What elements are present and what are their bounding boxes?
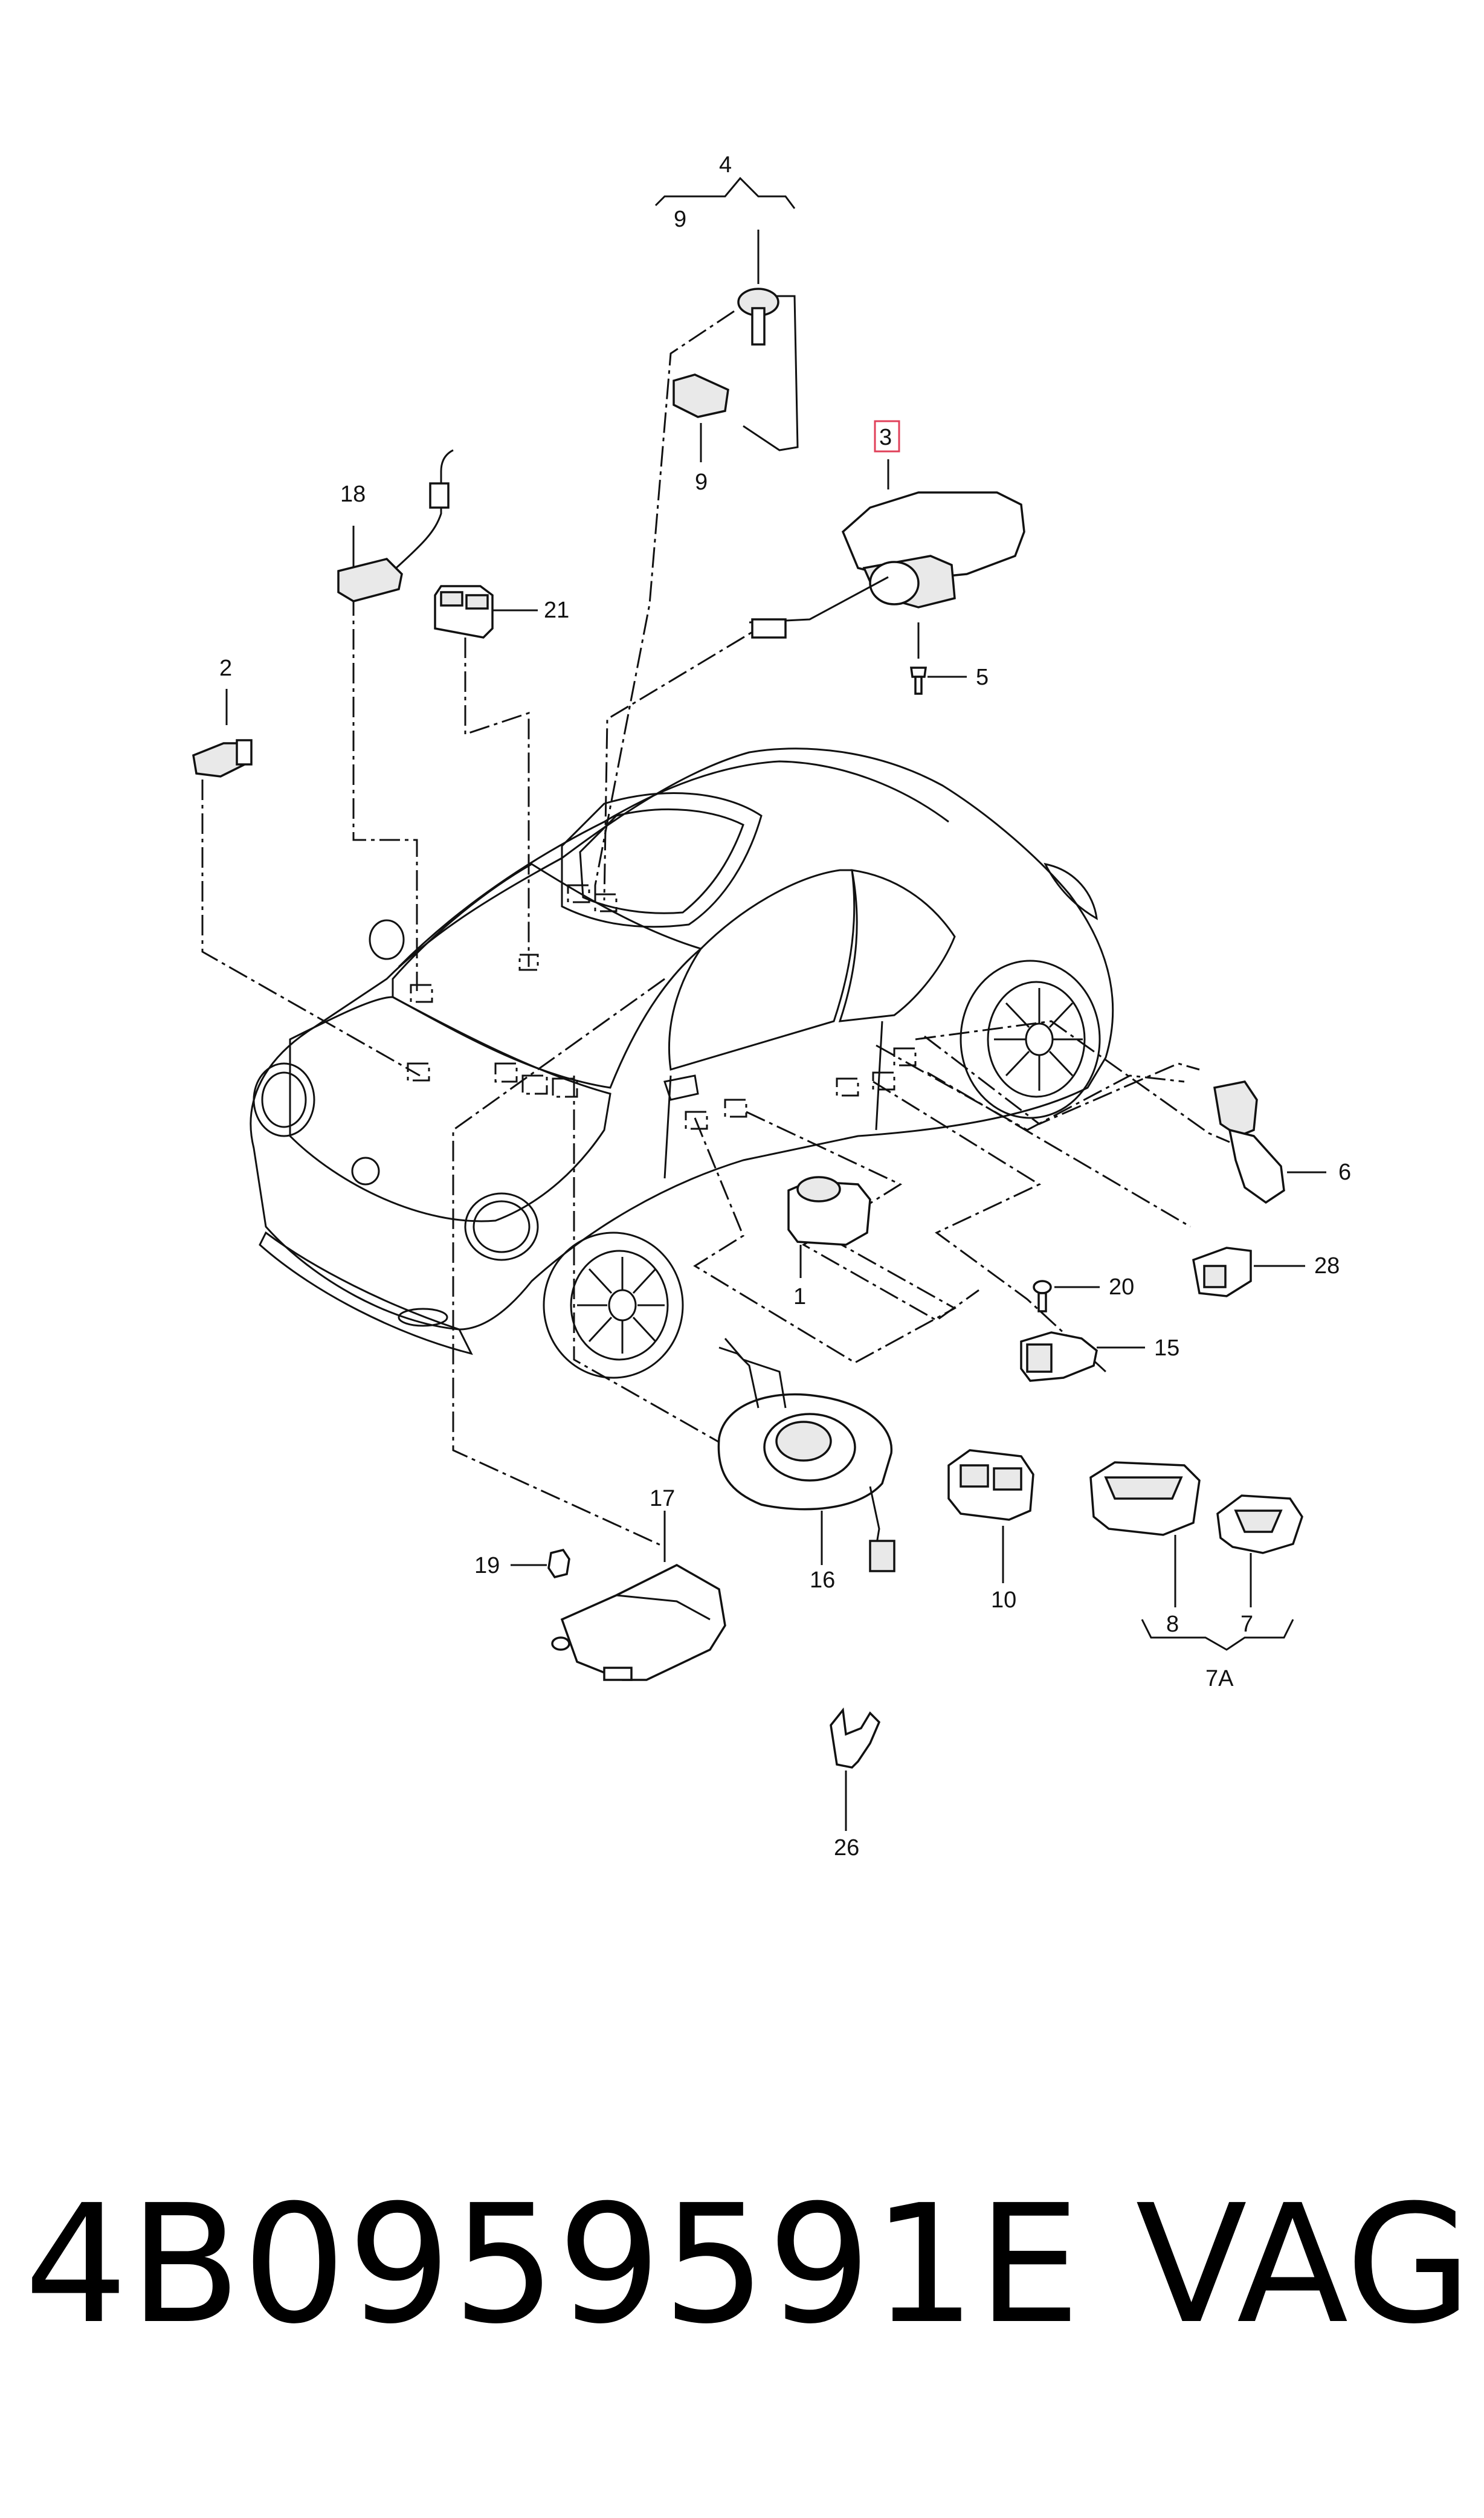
part-17-control-unit <box>551 1511 726 1681</box>
callout-7a: 7A <box>1205 1666 1234 1691</box>
callout-19: 19 <box>474 1553 500 1578</box>
callout-5: 5 <box>976 665 989 690</box>
callout-18: 18 <box>340 482 366 507</box>
brand-label: VAG <box>1135 2169 1472 2360</box>
callout-4: 4 <box>719 152 732 178</box>
part-18-connector <box>337 449 454 602</box>
part-28-connector <box>1192 1247 1305 1297</box>
part-4-antenna-cable <box>654 176 799 451</box>
callout-9: 9 <box>695 470 708 495</box>
callout-8: 8 <box>1166 1612 1179 1637</box>
callout-2: 2 <box>219 656 232 681</box>
part-2-sensor <box>192 689 253 778</box>
part-8-switch <box>1089 1461 1201 1607</box>
callout-21: 21 <box>544 598 569 623</box>
callout-1: 1 <box>793 1284 806 1309</box>
part-6-bracket <box>1213 1080 1326 1204</box>
part-1-module <box>787 1176 871 1278</box>
callout-3: 3 <box>879 425 892 450</box>
part-10-window-switch <box>947 1449 1034 1583</box>
part-26-clip <box>830 1707 881 1831</box>
part-7-switch <box>1216 1494 1303 1607</box>
car-markers <box>407 884 917 1130</box>
callout-9-top: 9 <box>674 207 686 232</box>
callout-20: 20 <box>1109 1274 1134 1300</box>
part-number-label: 4B0959591E <box>24 2169 1082 2360</box>
part-19-nut <box>511 1549 570 1578</box>
callout-10: 10 <box>991 1587 1016 1613</box>
callout-15: 15 <box>1154 1335 1179 1361</box>
part-5-screw <box>910 622 967 695</box>
callout-3-box <box>874 420 900 453</box>
part-16-clock-spring <box>717 1338 895 1572</box>
callout-7: 7 <box>1240 1612 1253 1637</box>
part-15-bracket <box>1020 1331 1145 1382</box>
part-3-sunroof-motor <box>749 459 1025 639</box>
callout-6: 6 <box>1338 1160 1351 1185</box>
callout-26: 26 <box>834 1835 859 1861</box>
car-illustration <box>250 747 1114 1379</box>
callout-28: 28 <box>1314 1253 1340 1279</box>
callout-16: 16 <box>810 1567 835 1593</box>
part-20-bolt <box>1033 1280 1100 1312</box>
part-21-switch <box>434 585 538 639</box>
leader-lines <box>201 310 1230 1548</box>
callout-17: 17 <box>650 1486 675 1511</box>
